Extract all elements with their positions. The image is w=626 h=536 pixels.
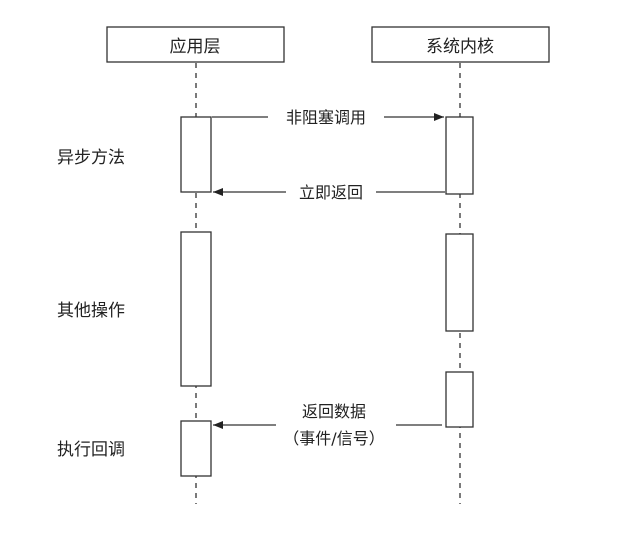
app-activation-1 <box>180 116 212 193</box>
participant-kernel: 系统内核 <box>371 26 550 63</box>
kernel-activation-2 <box>445 233 474 332</box>
message-immediate-return-label: 立即返回 <box>299 183 363 202</box>
message-immediate-return: 立即返回 <box>213 183 445 202</box>
participant-kernel-label: 系统内核 <box>426 37 494 57</box>
phase-callback: 执行回调 <box>57 440 125 460</box>
message-return-data-label: 返回数据 <box>302 402 366 421</box>
message-return-data-sublabel: （事件/信号） <box>283 429 384 448</box>
app-activation-2 <box>180 231 212 387</box>
kernel-activation-3 <box>445 371 474 428</box>
phase-other-ops: 其他操作 <box>57 301 125 321</box>
app-activation-3 <box>180 420 212 477</box>
kernel-activation-1 <box>445 116 474 195</box>
message-return-data: 返回数据 （事件/信号） <box>213 402 442 448</box>
participant-app: 应用层 <box>106 26 285 63</box>
phase-async-method: 异步方法 <box>57 148 125 168</box>
message-nonblocking-call-label: 非阻塞调用 <box>286 108 366 127</box>
participant-app-label: 应用层 <box>170 37 221 57</box>
message-nonblocking-call: 非阻塞调用 <box>212 108 444 127</box>
